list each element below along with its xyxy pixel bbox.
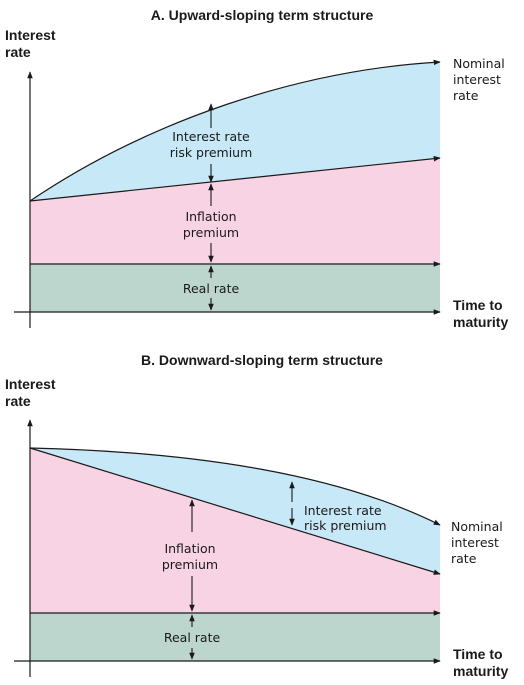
panel-a-y-axis-label-line1: Interest xyxy=(5,27,56,43)
panel-b-risk-premium-label-line1: Interest rate xyxy=(304,503,382,518)
panel-a-x-axis-label-line1: Time to xyxy=(453,297,503,313)
panel-a-curve-label-line1: Nominal xyxy=(453,56,505,71)
panel-b-real-rate-label: Real rate xyxy=(164,630,221,645)
panel-b-y-axis-label-line1: Interest xyxy=(5,376,56,392)
panel-a-inflation-label-line1: Inflation xyxy=(185,209,236,224)
panel-b-x-axis-label-line1: Time to xyxy=(453,646,503,662)
panel-a-real-rate-band xyxy=(30,264,440,312)
panel-b-curve-label-line1: Nominal xyxy=(451,519,503,534)
panel-a-x-axis-label-line2: maturity xyxy=(453,314,508,330)
panel-a-title: A. Upward-sloping term structure xyxy=(151,7,374,23)
panel-b-curve-label-line3: rate xyxy=(451,551,477,566)
panel-a-real-rate-label: Real rate xyxy=(183,281,240,296)
panel-b-risk-premium-label-line2: risk premium xyxy=(304,518,387,533)
panel-b-title: B. Downward-sloping term structure xyxy=(141,352,383,368)
panel-b-curve-label-line2: interest xyxy=(451,535,499,550)
panel-b-x-axis-label-line2: maturity xyxy=(453,663,508,679)
panel-a-risk-premium-label-line2: risk premium xyxy=(170,145,253,160)
panel-a-inflation-premium-band xyxy=(30,158,440,264)
panel-a-curve-label-line2: interest xyxy=(453,72,501,87)
panel-b-y-axis-label-line2: rate xyxy=(5,393,31,409)
panel-b-inflation-label-line2: premium xyxy=(162,557,218,572)
panel-a-nominal-rate-curve xyxy=(29,59,441,202)
panel-b-real-rate-band xyxy=(30,613,440,661)
panel-a-risk-premium-band xyxy=(30,62,440,201)
panel-a-y-axis-label-line2: rate xyxy=(5,44,31,60)
panel-a-curve-label-line3: rate xyxy=(453,88,479,103)
panel-a: A. Upward-sloping term structure Interes… xyxy=(5,7,508,330)
panel-a-inflation-top-line xyxy=(29,155,441,202)
panel-a-inflation-label-line2: premium xyxy=(183,225,239,240)
panel-b-nominal-rate-curve xyxy=(29,447,441,526)
panel-b: B. Downward-sloping term structure Inter… xyxy=(5,352,508,679)
panel-a-risk-premium-label-line1: Interest rate xyxy=(172,129,250,144)
panel-b-inflation-premium-band xyxy=(30,448,440,613)
panel-b-inflation-label-line1: Inflation xyxy=(164,541,215,556)
panel-b-inflation-top-line xyxy=(29,447,441,575)
